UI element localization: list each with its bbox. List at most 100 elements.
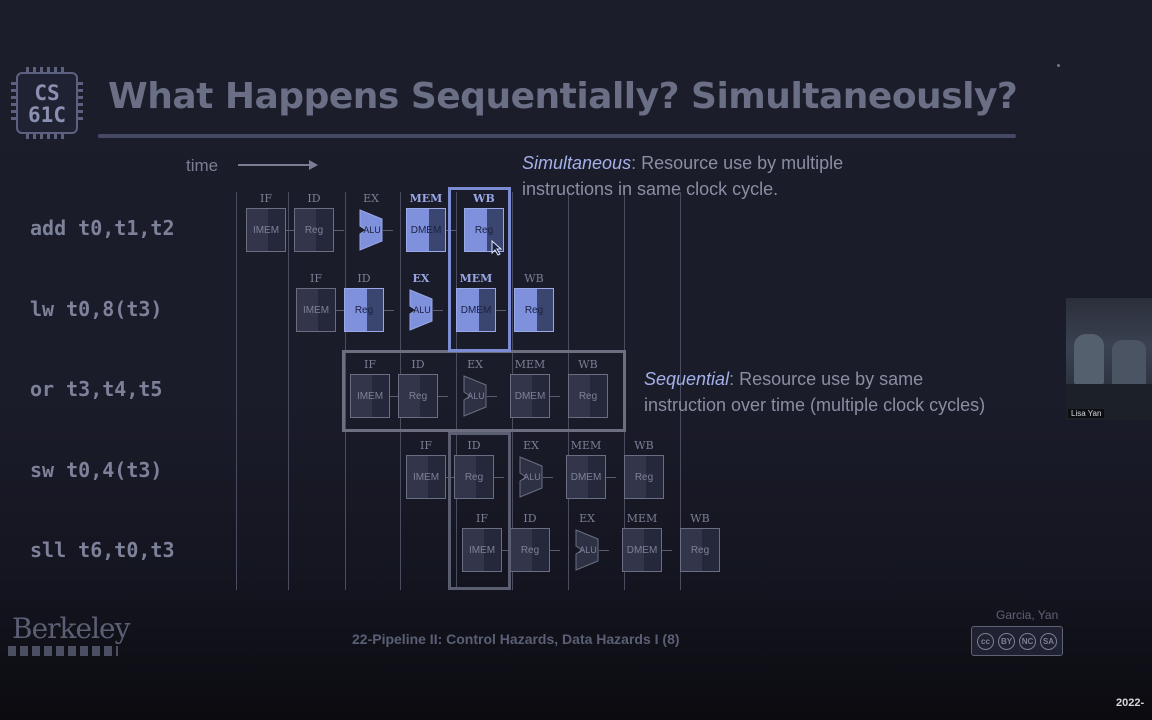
- svg-text:ALU: ALU: [413, 305, 431, 315]
- reg-unit: Reg: [464, 208, 504, 252]
- datapath-wire: [438, 396, 448, 397]
- datapath-wire: [383, 230, 393, 231]
- simultaneous-line2: instructions in same clock cycle.: [522, 179, 779, 199]
- simultaneous-description: Simultaneous: Resource use by multiple i…: [522, 150, 843, 202]
- stage-label-ex: EX: [523, 439, 539, 452]
- berkeley-logo: Berkeley: [12, 612, 130, 645]
- cc-icon: cc: [977, 632, 994, 650]
- dmem-unit: DMEM: [510, 374, 550, 418]
- cycle-column-box: [448, 432, 511, 590]
- stage-label-mem: MEM: [570, 439, 602, 452]
- title-divider: [98, 134, 1016, 138]
- imem-unit: IMEM: [296, 288, 336, 332]
- dmem-unit: DMEM: [456, 288, 496, 332]
- imem-unit: IMEM: [246, 208, 286, 252]
- datapath-wire: [543, 477, 553, 478]
- cycle-divider-line: [345, 192, 346, 590]
- cycle-divider-line: [456, 192, 457, 590]
- imem-unit: IMEM: [406, 455, 446, 499]
- stage-label-mem: MEM: [626, 512, 658, 525]
- stage-label-id: ID: [523, 512, 537, 525]
- person-silhouette: [1112, 340, 1146, 386]
- datapath-wire: [494, 477, 504, 478]
- engineering-icons-row: [8, 646, 118, 656]
- alu-icon: ALU: [359, 209, 383, 251]
- stage-label-ex: EX: [412, 272, 430, 285]
- stage-label-ex: EX: [579, 512, 595, 525]
- stage-label-id: ID: [357, 272, 371, 285]
- sequential-highlight-box: [342, 350, 626, 432]
- reg-unit: Reg: [680, 528, 720, 572]
- stage-label-if: IF: [476, 512, 488, 525]
- webcam-video-tile[interactable]: Lisa Yan: [1066, 298, 1152, 420]
- sequential-term: Sequential: [644, 369, 730, 389]
- datapath-wire: [662, 550, 672, 551]
- slide-title: What Happens Sequentially? Simultaneousl…: [108, 76, 1018, 117]
- reg-unit: Reg: [398, 374, 438, 418]
- svg-text:ALU: ALU: [523, 472, 541, 482]
- datapath-wire: [433, 310, 443, 311]
- svg-text:ALU: ALU: [363, 225, 381, 235]
- imem-unit: IMEM: [462, 528, 502, 572]
- stage-label-wb: WB: [578, 358, 598, 371]
- datapath-wire: [550, 396, 560, 397]
- stage-label-mem: MEM: [514, 358, 546, 371]
- sa-icon: SA: [1040, 632, 1057, 650]
- logo-line-1: CS: [34, 81, 60, 105]
- datapath-wire: [334, 230, 344, 231]
- instruction-or: or t3,t4,t5: [30, 377, 163, 401]
- video-timestamp: 2022-: [1116, 697, 1145, 709]
- stage-label-if: IF: [420, 439, 432, 452]
- datapath-wire: [606, 477, 616, 478]
- sequential-description: Sequential: Resource use by same instruc…: [644, 366, 985, 418]
- stage-label-ex: EX: [363, 192, 379, 205]
- datapath-wire: [496, 310, 506, 311]
- simultaneous-highlight-box: [448, 187, 511, 352]
- reg-unit: Reg: [294, 208, 334, 252]
- slide-footer: 22-Pipeline II: Control Hazards, Data Ha…: [352, 631, 680, 647]
- stage-label-if: IF: [260, 192, 272, 205]
- simultaneous-term: Simultaneous: [522, 153, 632, 173]
- cs61c-logo-icon: CS 61C: [11, 67, 83, 139]
- svg-text:ALU: ALU: [467, 391, 485, 401]
- reg-unit: Reg: [344, 288, 384, 332]
- logo-line-2: 61C: [28, 103, 66, 127]
- datapath-wire: [390, 396, 400, 397]
- stage-label-if: IF: [364, 358, 376, 371]
- cycle-divider-line: [236, 192, 237, 590]
- svg-text:ALU: ALU: [579, 545, 597, 555]
- slide-dot: [1057, 64, 1060, 67]
- stage-label-wb: WB: [524, 272, 544, 285]
- instruction-sll: sll t6,t0,t3: [30, 538, 175, 562]
- simultaneous-line1: : Resource use by multiple: [631, 153, 844, 173]
- stage-label-mem: MEM: [459, 272, 493, 285]
- stage-label-wb: WB: [690, 512, 710, 525]
- person-silhouette: [1074, 334, 1104, 384]
- stage-label-mem: MEM: [409, 192, 443, 205]
- datapath-wire: [286, 230, 296, 231]
- instruction-sw: sw t0,4(t3): [30, 458, 163, 482]
- datapath-wire: [384, 310, 394, 311]
- stage-label-wb: WB: [473, 192, 495, 205]
- datapath-wire: [336, 310, 346, 311]
- slide-authors: Garcia, Yan: [996, 608, 1059, 622]
- reg-unit: Reg: [510, 528, 550, 572]
- sequential-line1: : Resource use by same: [729, 369, 924, 389]
- time-arrow-icon: [238, 160, 318, 170]
- alu-icon: ALU: [519, 456, 543, 498]
- alu-icon: ALU: [463, 375, 487, 417]
- imem-unit: IMEM: [350, 374, 390, 418]
- datapath-wire: [446, 477, 456, 478]
- dmem-unit: DMEM: [622, 528, 662, 572]
- cycle-divider-line: [680, 192, 681, 590]
- alu-icon: ALU: [409, 289, 433, 331]
- datapath-wire: [446, 230, 456, 231]
- stage-label-ex: EX: [467, 358, 483, 371]
- cycle-divider-line: [288, 192, 289, 590]
- reg-unit: Reg: [454, 455, 494, 499]
- reg-unit: Reg: [624, 455, 664, 499]
- stage-label-id: ID: [411, 358, 425, 371]
- dmem-unit: DMEM: [406, 208, 446, 252]
- by-icon: BY: [998, 632, 1015, 650]
